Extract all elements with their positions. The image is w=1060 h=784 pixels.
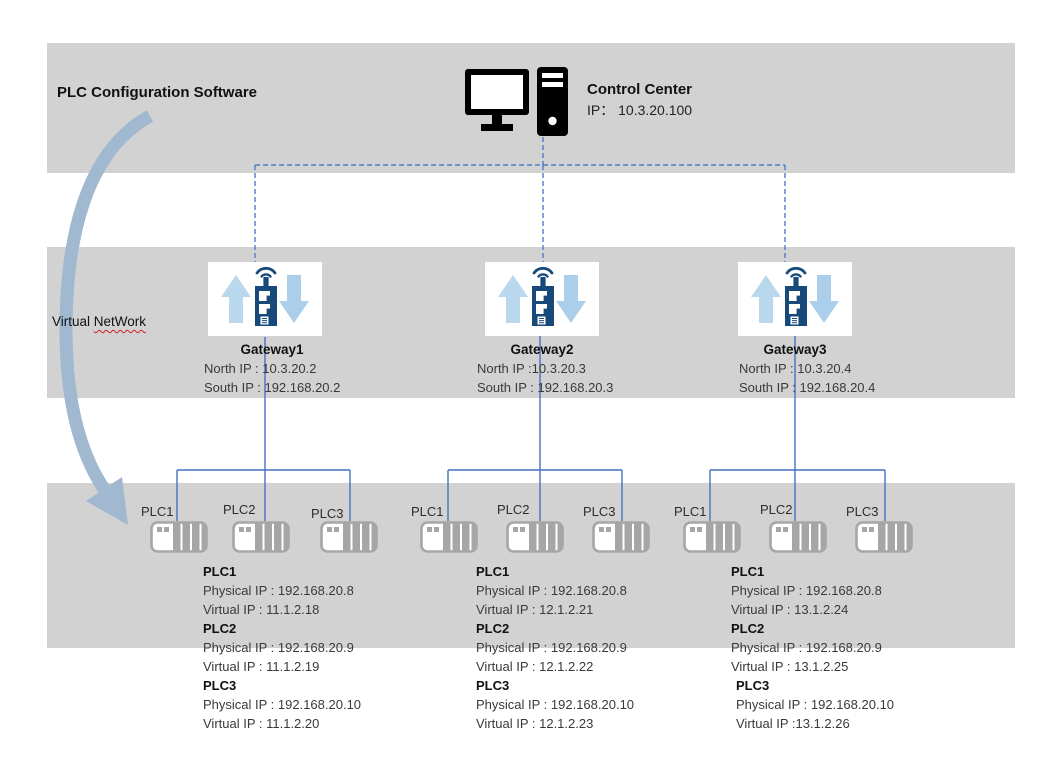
virtual-network-wavy-word: NetWork bbox=[93, 314, 147, 329]
plc-physical-ip: Physical IP : 192.168.20.9 bbox=[476, 640, 627, 655]
plc-virtual-ip: Virtual IP : 11.1.2.18 bbox=[203, 602, 320, 617]
plc-device-label: PLC2 bbox=[223, 502, 256, 517]
plc-virtual-ip: Virtual IP : 13.1.2.25 bbox=[731, 659, 849, 674]
plc-device-label: PLC3 bbox=[311, 506, 344, 521]
plc-info-column: PLC1 Physical IP : 192.168.20.8 Virtual … bbox=[203, 562, 361, 733]
plc-name: PLC1 bbox=[476, 564, 510, 579]
plc-module-icon bbox=[232, 521, 290, 553]
plc-module-icon bbox=[592, 521, 650, 553]
plc-device-label: PLC3 bbox=[583, 504, 616, 519]
gateway-name: Gateway2 bbox=[510, 342, 574, 357]
plc-virtual-ip: Virtual IP : 11.1.2.20 bbox=[203, 716, 320, 731]
plc-device-label: PLC3 bbox=[846, 504, 879, 519]
plc-physical-ip: Physical IP : 192.168.20.10 bbox=[476, 697, 635, 712]
plc-physical-ip: Physical IP : 192.168.20.9 bbox=[203, 640, 354, 655]
wireless-gateway-icon bbox=[738, 262, 852, 336]
plc-info-column: PLC1 Physical IP : 192.168.20.8 Virtual … bbox=[476, 562, 634, 733]
control-center-ip: IP： 10.3.20.100 bbox=[587, 102, 693, 118]
gateway-south-ip: South IP : 192.168.20.4 bbox=[739, 380, 876, 395]
gateway-name: Gateway1 bbox=[240, 342, 304, 357]
plc-physical-ip: Physical IP : 192.168.20.8 bbox=[476, 583, 627, 598]
plc-info-column: PLC1 Physical IP : 192.168.20.8 Virtual … bbox=[731, 562, 894, 733]
plc-name: PLC2 bbox=[203, 621, 237, 636]
gateway-north-ip: North IP : 10.3.20.4 bbox=[739, 361, 852, 376]
gateway-north-ip: North IP :10.3.20.3 bbox=[477, 361, 586, 376]
gateway-north-ip: North IP : 10.3.20.2 bbox=[204, 361, 317, 376]
control-center-block: Control Center IP： 10.3.20.100 bbox=[587, 79, 692, 120]
plc-module-icon bbox=[320, 521, 378, 553]
plc-virtual-ip: Virtual IP : 12.1.2.22 bbox=[476, 659, 594, 674]
plc-physical-ip: Physical IP : 192.168.20.8 bbox=[203, 583, 354, 598]
top-band bbox=[47, 43, 1015, 173]
plc-virtual-ip: Virtual IP : 13.1.2.24 bbox=[731, 602, 849, 617]
plc-virtual-ip: Virtual IP : 12.1.2.23 bbox=[476, 716, 594, 731]
plc-module-icon bbox=[769, 521, 827, 553]
desktop-computer-icon bbox=[465, 67, 568, 136]
virtual-network-label: Virtual NetWork bbox=[52, 314, 146, 329]
gateway-name: Gateway3 bbox=[763, 342, 827, 357]
gateway-south-ip: South IP : 192.168.20.3 bbox=[477, 380, 614, 395]
wireless-gateway-icon bbox=[485, 262, 599, 336]
plc-name: PLC3 bbox=[203, 678, 237, 693]
plc-module-icon bbox=[683, 521, 741, 553]
plc-module-icon bbox=[855, 521, 913, 553]
plc-module-icon bbox=[150, 521, 208, 553]
plc-name: PLC2 bbox=[731, 621, 765, 636]
plc-physical-ip: Physical IP : 192.168.20.9 bbox=[731, 640, 882, 655]
gateway-ip-block: North IP :10.3.20.3 South IP : 192.168.2… bbox=[477, 359, 613, 397]
gateway-ip-block: North IP : 10.3.20.2 South IP : 192.168.… bbox=[204, 359, 340, 397]
plc-physical-ip: Physical IP : 192.168.20.10 bbox=[203, 697, 362, 712]
plc-name: PLC1 bbox=[731, 564, 765, 579]
plc-device-label: PLC1 bbox=[411, 504, 444, 519]
plc-virtual-ip: Virtual IP : 12.1.2.21 bbox=[476, 602, 594, 617]
plc-virtual-ip: Virtual IP : 11.1.2.19 bbox=[203, 659, 320, 674]
plc-name: PLC2 bbox=[476, 621, 510, 636]
plc-physical-ip: Physical IP : 192.168.20.10 bbox=[736, 697, 895, 712]
plc-module-icon bbox=[420, 521, 478, 553]
gateway-ip-block: North IP : 10.3.20.4 South IP : 192.168.… bbox=[739, 359, 875, 397]
page-title: PLC Configuration Software bbox=[57, 84, 257, 101]
plc-name: PLC3 bbox=[476, 678, 510, 693]
plc-device-label: PLC1 bbox=[141, 504, 174, 519]
control-center-title: Control Center bbox=[587, 81, 692, 98]
plc-device-label: PLC2 bbox=[497, 502, 530, 517]
gateway-south-ip: South IP : 192.168.20.2 bbox=[204, 380, 341, 395]
plc-name: PLC1 bbox=[203, 564, 237, 579]
virtual-network-prefix: Virtual bbox=[52, 314, 94, 329]
plc-device-label: PLC2 bbox=[760, 502, 793, 517]
plc-module-icon bbox=[506, 521, 564, 553]
plc-name: PLC3 bbox=[736, 678, 770, 693]
plc-device-label: PLC1 bbox=[674, 504, 707, 519]
plc-virtual-ip: Virtual IP :13.1.2.26 bbox=[736, 716, 850, 731]
plc-physical-ip: Physical IP : 192.168.20.8 bbox=[731, 583, 882, 598]
wireless-gateway-icon bbox=[208, 262, 322, 336]
